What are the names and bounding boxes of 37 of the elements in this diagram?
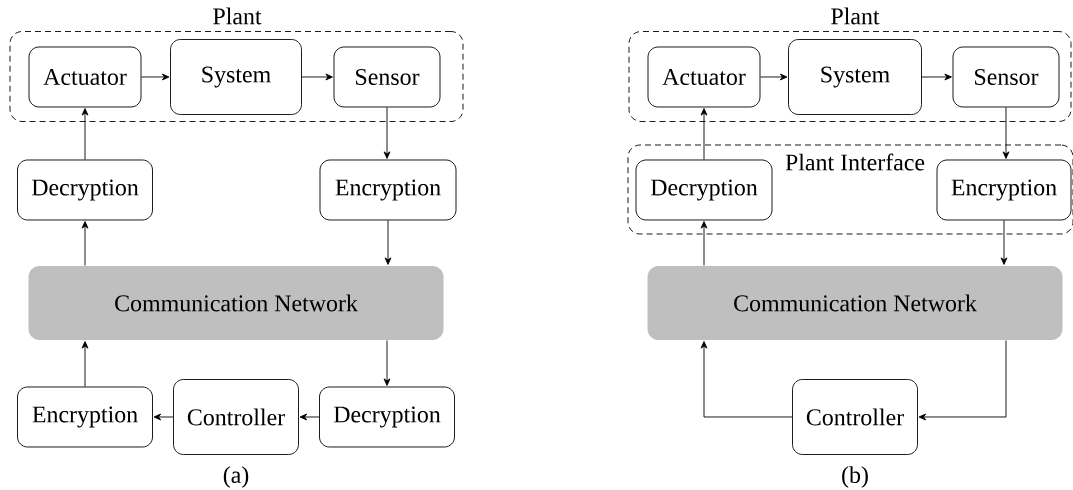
process-box: Decryption bbox=[635, 159, 773, 221]
process-box: Sensor bbox=[333, 46, 441, 108]
arrow bbox=[301, 73, 333, 81]
process-box: Actuator bbox=[647, 46, 761, 108]
arrow bbox=[383, 340, 391, 386]
arrow bbox=[153, 413, 174, 421]
arrow bbox=[700, 108, 708, 160]
arrow bbox=[1000, 220, 1008, 265]
arrow bbox=[81, 341, 89, 387]
arrow bbox=[918, 340, 1007, 421]
process-box: Controller bbox=[173, 379, 299, 455]
network-block: Communication Network bbox=[647, 266, 1063, 340]
process-box: Encryption bbox=[17, 386, 153, 448]
process-box: Sensor bbox=[952, 46, 1060, 108]
arrow bbox=[141, 73, 170, 81]
arrow bbox=[700, 221, 708, 266]
process-box: System bbox=[170, 39, 302, 115]
process-box: System bbox=[788, 39, 922, 115]
process-box: Controller bbox=[792, 379, 918, 455]
group-title: Plant bbox=[831, 7, 880, 25]
process-box: Encryption bbox=[319, 159, 457, 221]
arrow bbox=[383, 107, 391, 159]
arrow bbox=[760, 73, 788, 81]
arrow bbox=[81, 221, 89, 266]
arrow bbox=[1002, 107, 1010, 159]
arrow bbox=[299, 413, 320, 421]
process-box: Encryption bbox=[936, 159, 1072, 221]
arrow bbox=[81, 108, 89, 160]
arrow bbox=[384, 220, 392, 265]
arrow bbox=[921, 73, 952, 81]
arrow bbox=[700, 341, 793, 418]
process-box: Decryption bbox=[17, 159, 153, 221]
group-title: Plant bbox=[213, 7, 262, 25]
network-block: Communication Network bbox=[28, 266, 444, 340]
group-title: Plant Interface bbox=[785, 153, 925, 171]
process-box: Actuator bbox=[28, 46, 142, 108]
process-box: Decryption bbox=[319, 386, 455, 448]
